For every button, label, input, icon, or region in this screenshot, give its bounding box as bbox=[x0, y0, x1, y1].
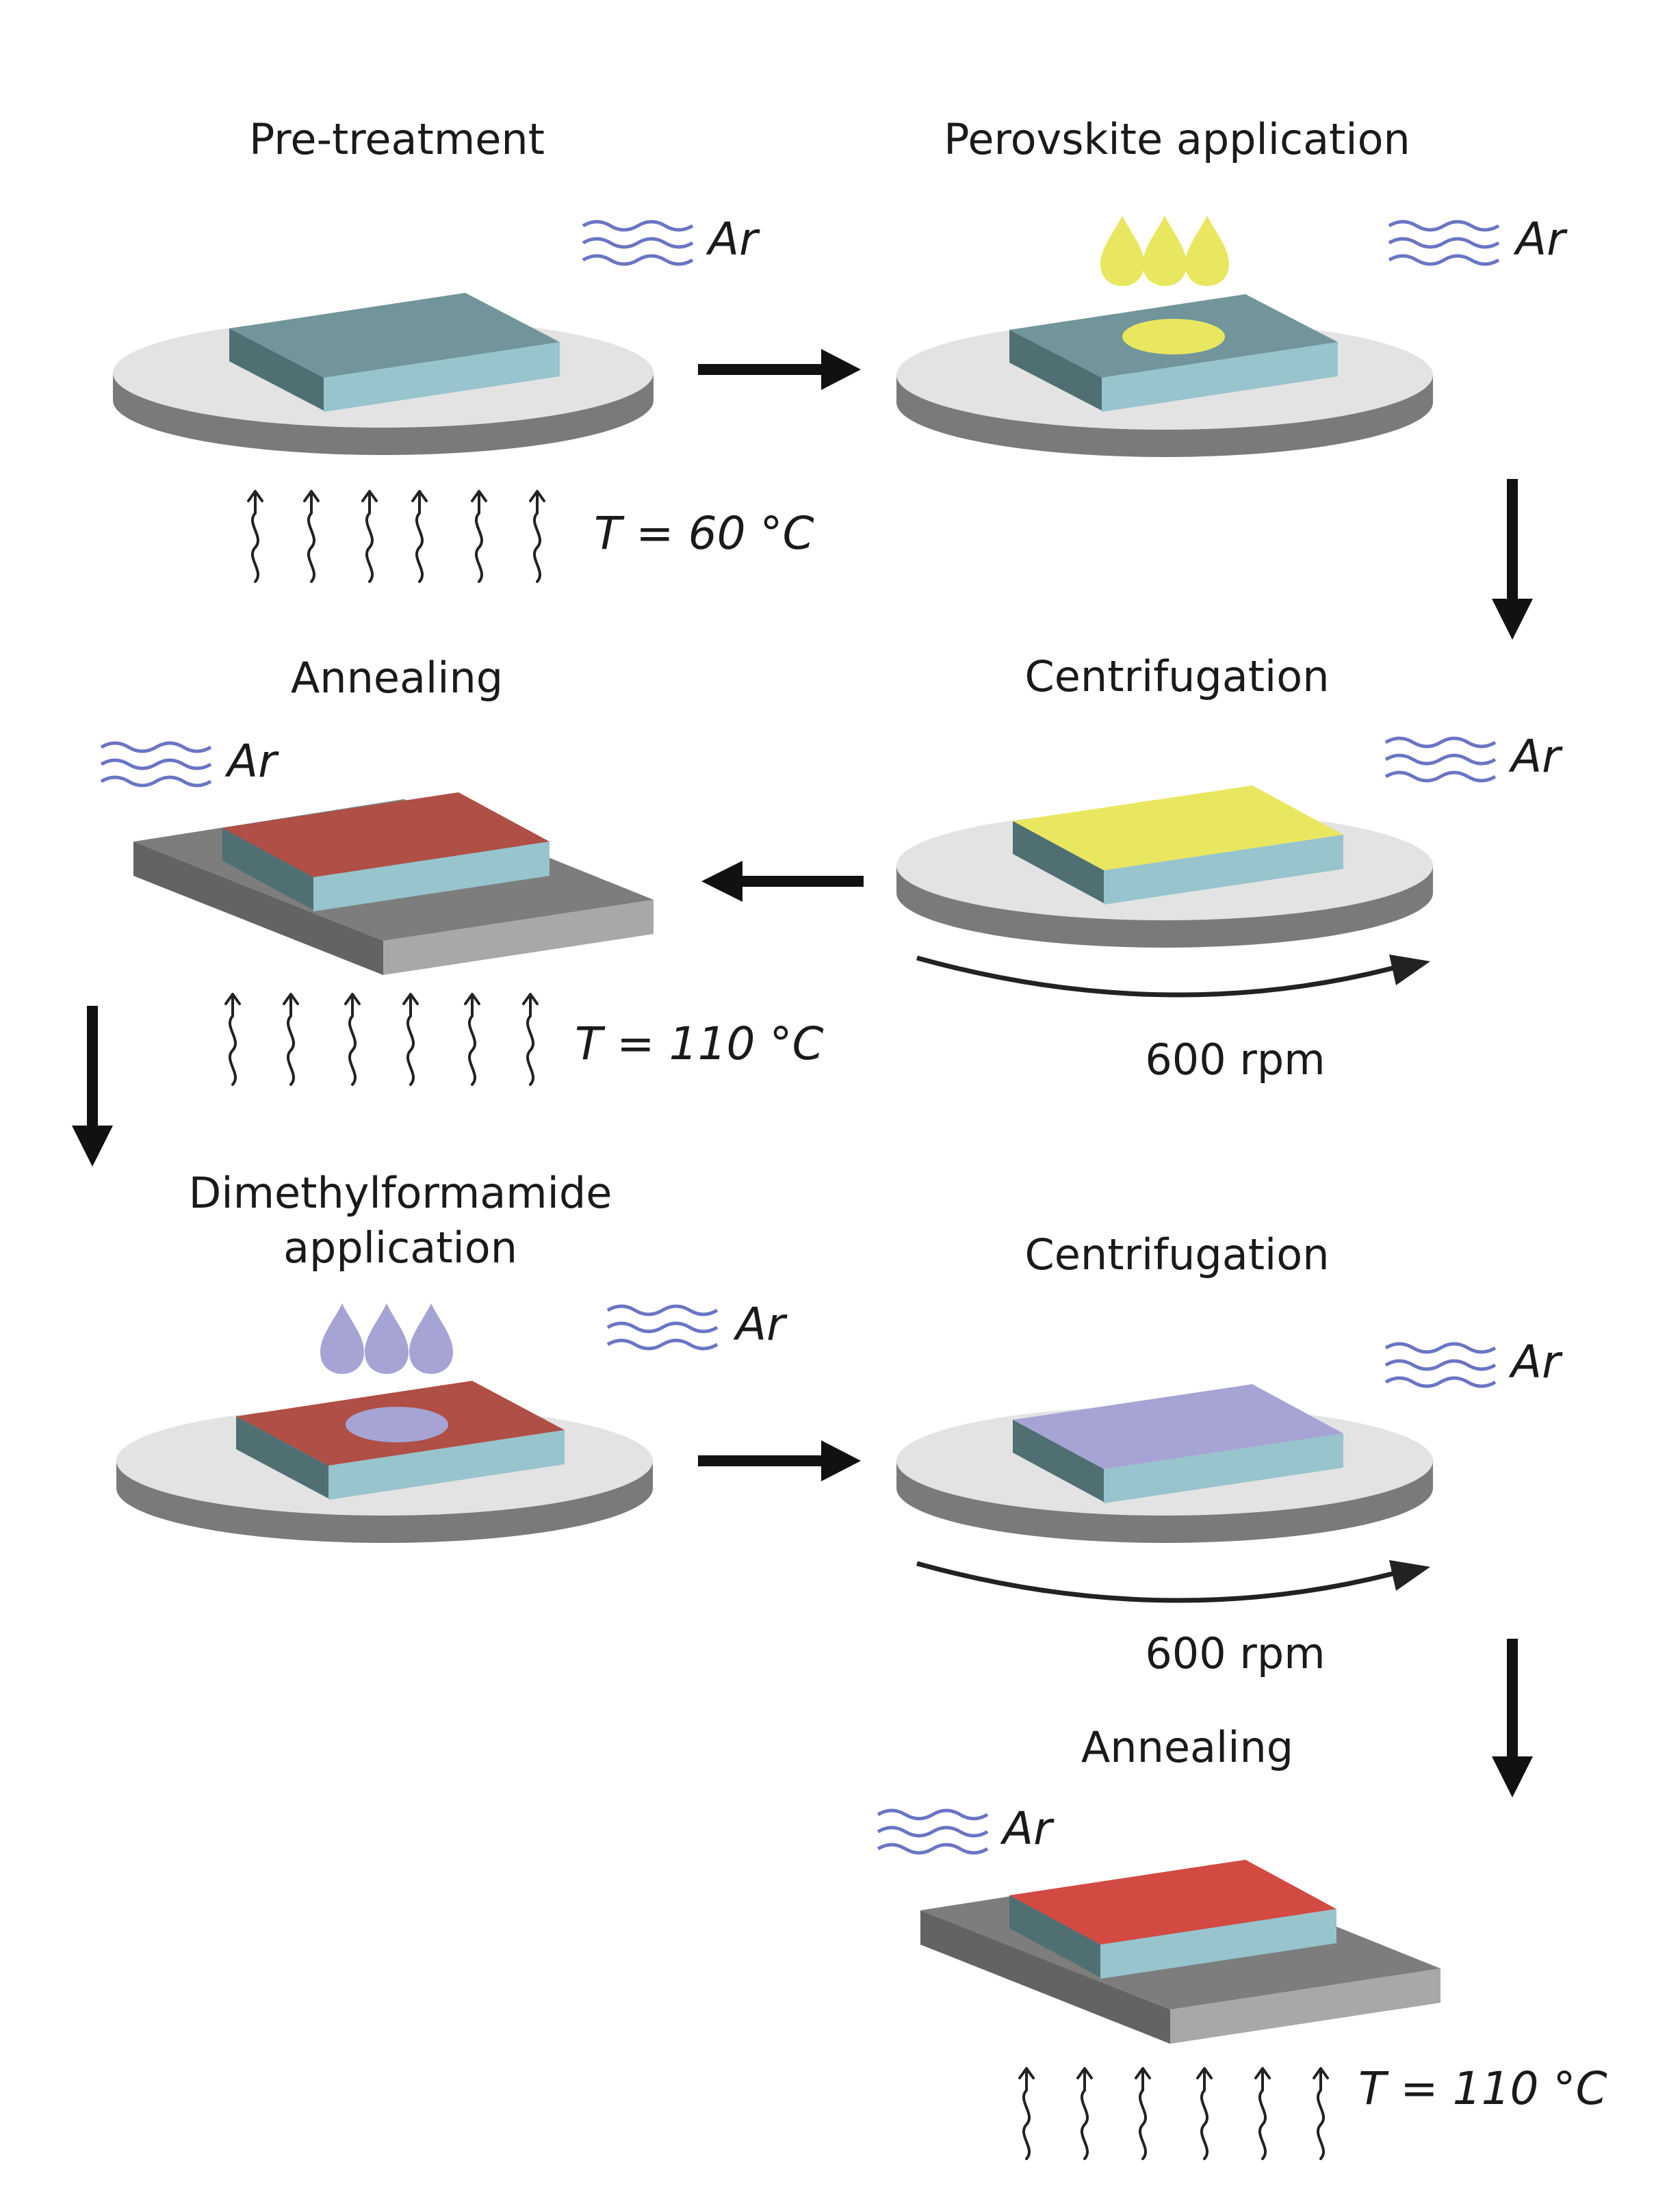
step-title-annealing: Annealing bbox=[291, 653, 503, 703]
step-title-perovskite: Perovskite application bbox=[944, 114, 1410, 164]
heat-arrows-icon bbox=[1018, 2067, 1329, 2160]
flow-arrow-down-icon bbox=[72, 1006, 113, 1167]
step-centrifugation-1: Centrifugation 600 rpm Ar bbox=[896, 651, 1563, 1084]
step-title-pretreatment: Pre-treatment bbox=[249, 114, 545, 164]
step-annealing-2: Annealing Ar T = 110 °C bbox=[878, 1722, 1607, 2160]
step-title-centrifugation: Centrifugation bbox=[1025, 651, 1330, 701]
step-perovskite-application: Perovskite application Ar bbox=[896, 114, 1568, 457]
argon-label: Ar bbox=[1000, 1802, 1055, 1855]
argon-wave-icon bbox=[101, 743, 211, 785]
dmf-droplet-spot bbox=[346, 1407, 448, 1442]
step-centrifugation-2: Centrifugation 600 rpm Ar bbox=[896, 1230, 1563, 1678]
flow-arrow-left-icon bbox=[701, 861, 864, 902]
argon-wave-icon bbox=[1386, 738, 1495, 781]
temperature-label: T = 60 °C bbox=[594, 507, 814, 560]
step-title-centrifugation: Centrifugation bbox=[1025, 1230, 1330, 1280]
flow-arrow-right-icon bbox=[698, 349, 861, 390]
argon-label: Ar bbox=[1513, 213, 1568, 265]
argon-label: Ar bbox=[1508, 1336, 1563, 1388]
argon-label: Ar bbox=[1508, 730, 1563, 783]
argon-label: Ar bbox=[224, 735, 279, 788]
argon-wave-icon bbox=[1386, 1344, 1495, 1386]
argon-label: Ar bbox=[706, 213, 760, 265]
step-dmf-application: Dimethylformamide application Ar bbox=[116, 1168, 788, 1543]
dmf-drops-icon bbox=[320, 1303, 453, 1374]
substrate-block bbox=[229, 293, 560, 412]
step-annealing-1: Annealing Ar T = 110 °C bbox=[101, 653, 824, 1086]
rotation-speed-label: 600 rpm bbox=[1145, 1035, 1325, 1084]
substrate-block-dmf-film bbox=[1013, 1384, 1343, 1503]
step-pretreatment: Pre-treatment Ar T = 60 °C bbox=[113, 114, 814, 583]
argon-label: Ar bbox=[733, 1298, 788, 1351]
substrate-block-perovskite-film bbox=[1013, 785, 1343, 905]
perovskite-droplet-spot bbox=[1122, 319, 1225, 354]
perovskite-drops-icon bbox=[1100, 216, 1229, 286]
step-title-dmf-line2: application bbox=[283, 1223, 517, 1273]
rotation-arrow-icon bbox=[916, 954, 1430, 998]
flow-arrow-right-icon bbox=[698, 1440, 861, 1481]
step-title-dmf-line1: Dimethylformamide bbox=[189, 1168, 612, 1218]
rotation-arrow-icon bbox=[916, 1560, 1430, 1603]
argon-wave-icon bbox=[1389, 222, 1499, 264]
flow-arrow-down-icon bbox=[1492, 479, 1533, 640]
argon-wave-icon bbox=[583, 222, 693, 264]
heat-arrows-icon bbox=[224, 993, 539, 1086]
flow-arrow-down-icon bbox=[1492, 1639, 1533, 1797]
step-title-annealing: Annealing bbox=[1081, 1722, 1293, 1772]
rotation-speed-label: 600 rpm bbox=[1145, 1628, 1325, 1678]
argon-wave-icon bbox=[878, 1810, 987, 1853]
temperature-label: T = 110 °C bbox=[575, 1017, 824, 1070]
heat-arrows-icon bbox=[247, 490, 545, 583]
substrate-block-annealed-film bbox=[222, 792, 550, 911]
argon-wave-icon bbox=[608, 1306, 717, 1349]
temperature-label: T = 110 °C bbox=[1358, 2062, 1607, 2115]
substrate-block-annealed-film bbox=[1009, 1860, 1336, 1979]
